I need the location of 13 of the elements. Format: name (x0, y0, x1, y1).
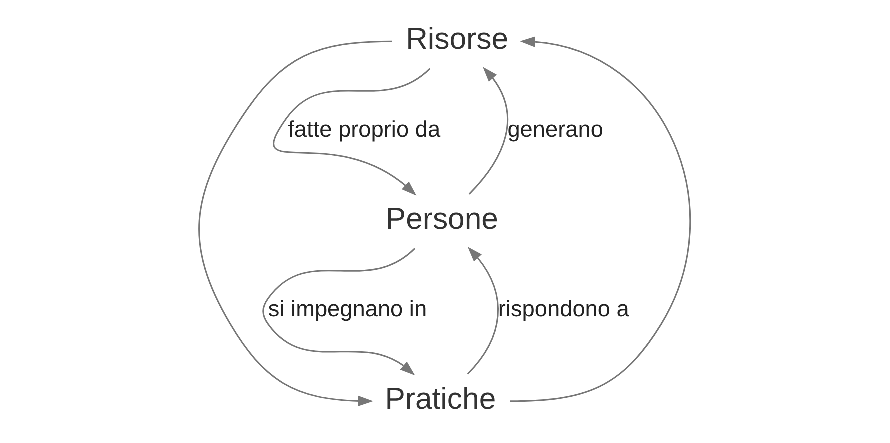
arrow (468, 67, 508, 195)
arrow (273, 68, 431, 196)
edge-label: fatte proprio da (288, 116, 441, 142)
node-text: Pratiche (385, 382, 496, 416)
arrow (510, 36, 691, 402)
node-text: Risorse (406, 23, 509, 56)
edge-label: si impegnano in (268, 296, 428, 322)
arrow (198, 40, 392, 407)
arrow (467, 247, 499, 375)
arrow (262, 248, 416, 376)
edge-label: generano (508, 116, 604, 142)
node-text: Persone (386, 203, 498, 236)
edge-label: rispondono a (498, 296, 630, 322)
